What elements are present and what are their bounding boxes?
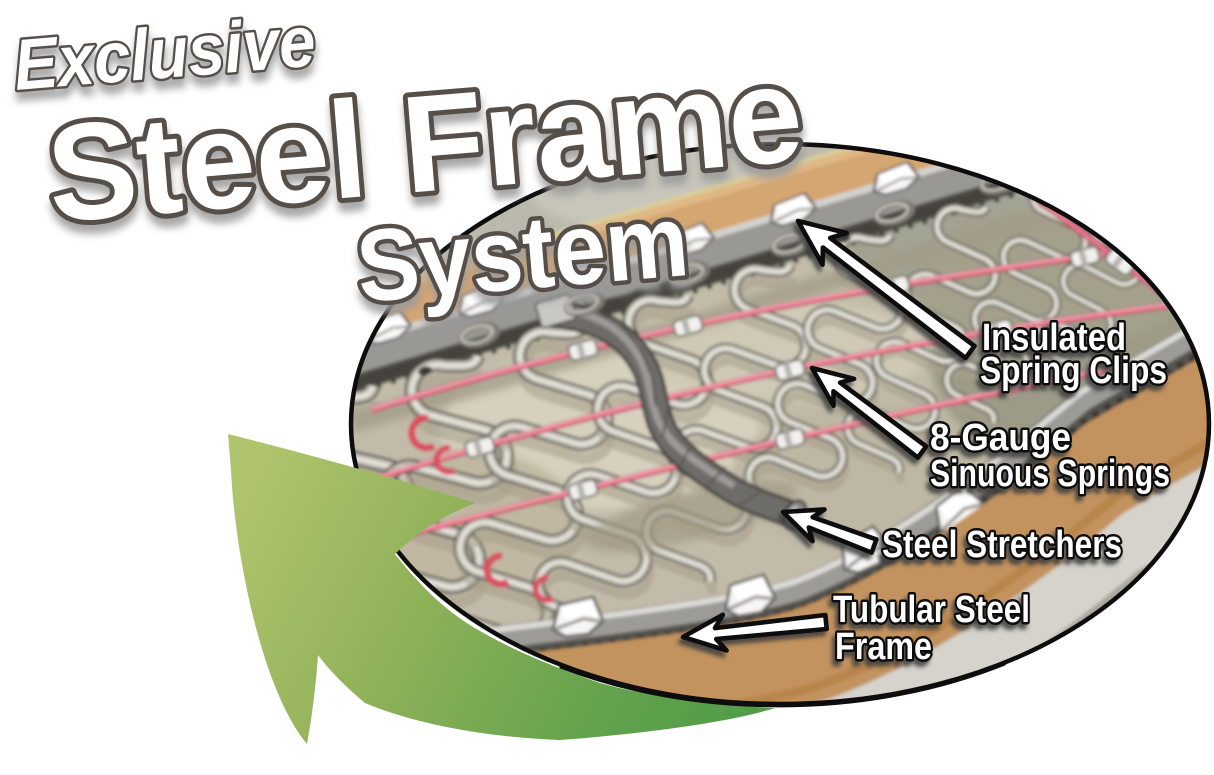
svg-text:Steel Stretchers: Steel Stretchers [882, 524, 1122, 566]
svg-text:8-Gauge: 8-Gauge [930, 417, 1071, 459]
svg-text:Insulated: Insulated [982, 317, 1126, 359]
svg-text:Frame: Frame [835, 626, 932, 668]
svg-text:Spring Clips: Spring Clips [980, 350, 1167, 392]
svg-text:Tubular Steel: Tubular Steel [833, 589, 1030, 631]
svg-text:Sinuous Springs: Sinuous Springs [930, 453, 1170, 495]
